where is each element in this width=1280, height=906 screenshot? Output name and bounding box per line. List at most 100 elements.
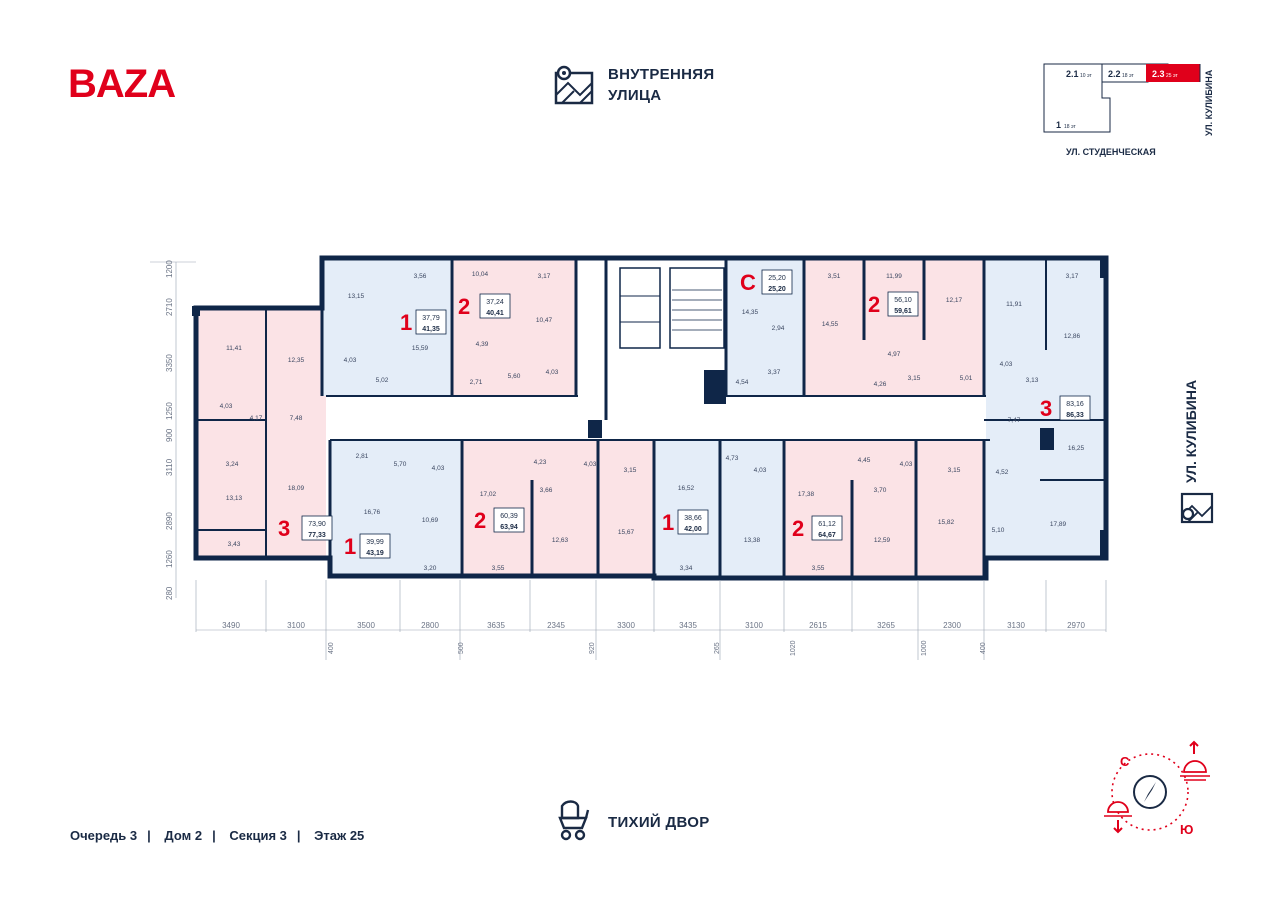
- room-area: 2,81: [356, 453, 369, 460]
- room-area: 7,48: [290, 415, 303, 422]
- room-area: 15,82: [938, 519, 955, 526]
- dims-bottom: 3490 3100 3500 2800 3635 2345 3300 3435 …: [222, 621, 1085, 630]
- apartment-area: 39,99: [366, 539, 384, 546]
- site-keymap: 2.1 10 эт 2.2 18 эт 2.3 25 эт 1 18 эт УЛ…: [1043, 63, 1214, 157]
- dim-left: 3350: [165, 354, 174, 372]
- apartment-area: 61,12: [818, 521, 836, 528]
- room-area: 14,35: [742, 309, 759, 316]
- room-area: 11,91: [1006, 301, 1022, 308]
- apartment-badge[interactable]: 3 83,16 86,33: [1040, 395, 1091, 421]
- keymap-section-2-1: 2.1: [1066, 69, 1079, 79]
- apartment-rooms: 2: [868, 292, 880, 317]
- room-area: 5,01: [960, 375, 973, 382]
- apartment-area: 60,39: [500, 513, 518, 520]
- apartment-badge[interactable]: 2 56,10 59,61: [868, 291, 919, 317]
- room-area: 4,17: [250, 415, 263, 422]
- dim-left: 1250: [165, 402, 174, 420]
- street-top-line2: УЛИЦА: [608, 87, 662, 104]
- brand-logo: BAZA: [68, 62, 176, 106]
- room-area: 5,02: [376, 377, 389, 384]
- keymap-street-right: УЛ. КУЛИБИНА: [1204, 69, 1214, 136]
- apartment-rooms: С: [740, 270, 756, 295]
- dim-sub: 500: [458, 642, 465, 654]
- room-area: 4,97: [888, 351, 901, 358]
- room-area: 4,39: [476, 341, 489, 348]
- room-area: 3,56: [414, 273, 427, 280]
- apartment-rooms: 1: [400, 310, 412, 335]
- room-area: 4,73: [726, 455, 739, 462]
- room-area: 5,70: [394, 461, 407, 468]
- apartment-total: 63,94: [500, 524, 518, 531]
- room-area: 3,66: [540, 487, 553, 494]
- compass: С Ю: [1104, 740, 1210, 837]
- room-area: 3,20: [424, 565, 437, 572]
- room-area: 4,54: [736, 379, 749, 386]
- apartment-badge[interactable]: 2 61,12 64,67: [792, 515, 843, 541]
- room-area: 12,59: [874, 537, 891, 544]
- keymap-street-bottom: УЛ. СТУДЕНЧЕСКАЯ: [1066, 147, 1156, 157]
- apartment-total: 64,67: [818, 532, 836, 539]
- room-area: 12,17: [946, 297, 963, 304]
- dim-sub: 1000: [921, 640, 928, 656]
- apartment-total: 77,33: [308, 532, 326, 539]
- room-area: 10,04: [472, 271, 489, 278]
- apartment-area: 56,10: [894, 297, 912, 304]
- dim-bottom: 3300: [617, 621, 635, 630]
- room-area: 16,25: [1068, 445, 1085, 452]
- room-area: 11,41: [226, 345, 242, 352]
- apartment-badge[interactable]: 1 38,66 42,00: [662, 509, 709, 535]
- room-area: 10,69: [422, 517, 439, 524]
- dim-bottom: 2345: [547, 621, 565, 630]
- room-area: 3,15: [948, 467, 961, 474]
- dim-bottom: 2970: [1067, 621, 1085, 630]
- apartment-area: 73,90: [308, 521, 326, 528]
- room-area: 3,24: [226, 461, 239, 468]
- dim-bottom: 3265: [877, 621, 895, 630]
- room-area: 2,71: [470, 379, 483, 386]
- apartment-rooms: 2: [458, 294, 470, 319]
- street-top-line1: ВНУТРЕННЯЯ: [608, 66, 715, 83]
- room-area: 13,13: [226, 495, 243, 502]
- apartment-area: 38,66: [684, 515, 702, 522]
- apartment-area: 25,20: [768, 275, 786, 282]
- room-area: 4,03: [432, 465, 445, 472]
- room-area: 13,38: [744, 537, 761, 544]
- separator: |: [212, 828, 216, 843]
- apartment-badge[interactable]: 1 37,79 41,35: [400, 309, 447, 335]
- room-area: 17,02: [480, 491, 497, 498]
- room-area: 4,03: [1000, 361, 1013, 368]
- keymap-section-1: 1: [1056, 120, 1061, 130]
- room-area: 4,03: [344, 357, 357, 364]
- apartment-badges[interactable]: 1 37,79 41,35 2 37,24 40,41 С 25,20 25,2…: [278, 269, 1091, 559]
- apartment-rooms: 1: [344, 534, 356, 559]
- keymap-floors-2-1: 10 эт: [1080, 73, 1092, 79]
- apartment-badge[interactable]: 1 39,99 43,19: [344, 533, 391, 559]
- room-area: 12,86: [1064, 333, 1081, 340]
- apartment-rooms: 2: [792, 516, 804, 541]
- room-area: 16,52: [678, 485, 695, 492]
- stroller-icon: [558, 800, 590, 841]
- room-area: 3,51: [828, 273, 841, 280]
- apartment-badge[interactable]: 2 37,24 40,41: [458, 293, 511, 319]
- room-area: 3,17: [1066, 273, 1079, 280]
- room-area: 17,38: [798, 491, 815, 498]
- apartment-badge[interactable]: С 25,20 25,20: [740, 269, 793, 295]
- apartment-badge[interactable]: 2 60,39 63,94: [474, 507, 525, 533]
- room-area: 18,09: [288, 485, 305, 492]
- room-area: 4,26: [874, 381, 887, 388]
- room-area: 7,47: [1008, 417, 1021, 424]
- room-area: 15,67: [618, 529, 635, 536]
- dim-bottom: 3635: [487, 621, 505, 630]
- apartment-badge[interactable]: 3 73,90 77,33: [278, 515, 333, 541]
- room-areas: 13,15 3,56 4,03 5,02 15,59 10,04 3,17 10…: [220, 271, 1085, 572]
- room-area: 14,55: [822, 321, 839, 328]
- room-area: 2,94: [772, 325, 785, 332]
- room-area: 3,37: [768, 369, 781, 376]
- building-fill: [196, 258, 1106, 576]
- floor-label: Этаж 25: [314, 828, 365, 843]
- dim-bottom: 2615: [809, 621, 827, 630]
- apartment-total: 59,61: [894, 308, 912, 315]
- house-label: Дом 2: [164, 828, 203, 843]
- dim-sub: 920: [589, 642, 596, 654]
- apartment-area: 83,16: [1066, 401, 1084, 408]
